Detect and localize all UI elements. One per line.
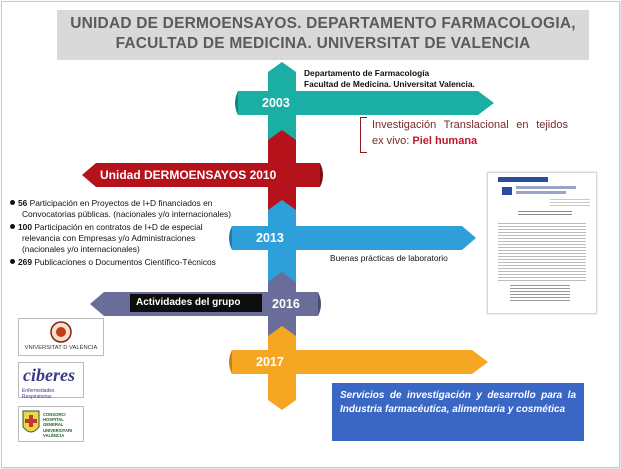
uv-logo: VNIVERSITAT D VALÈNCIA [18, 318, 104, 356]
label-2013: 2013 [256, 231, 284, 245]
uv-text: VNIVERSITAT D VALÈNCIA [24, 345, 98, 351]
bracket [360, 117, 367, 153]
translational-text: Investigación Translacional en tejidos e… [372, 117, 568, 149]
bullet-2-cont2: (nacionales y/o internacionales) [22, 244, 140, 254]
dept-line-2: Facultad de Medicina. Universitat Valenc… [304, 79, 475, 89]
uv-seal-icon [50, 321, 72, 343]
bullet-dot [10, 224, 15, 229]
label-2016: 2016 [272, 297, 300, 311]
hospital-text: CONSORCI HOSPITAL GENERAL UNIVERSITARI V… [43, 412, 83, 438]
dept-line-1: Departamento de Farmacología [304, 68, 430, 78]
translational-highlight: Piel humana [412, 135, 478, 147]
arrow-2013 [232, 226, 476, 250]
hospital-line-4: VALÈNCIA [43, 432, 65, 438]
label-2003: 2003 [262, 96, 290, 110]
services-box: Servicios de investigación y desarrollo … [332, 383, 584, 441]
gpl-label: Buenas prácticas de laboratorio [330, 253, 448, 263]
bullet-2: 100 Participación en contratos de I+D de… [10, 222, 270, 255]
arrow-2003 [238, 91, 494, 115]
arrow-2010 [82, 163, 320, 187]
gpl-certificate-image [487, 172, 597, 314]
hospital-shield-icon [22, 410, 40, 433]
bullet-1-text: Participación en Proyectos de I+D financ… [29, 198, 213, 208]
label-2010: Unidad DERMOENSAYOS 2010 [100, 168, 277, 182]
title-line-2: FACULTAD DE MEDICINA. UNIVERSITAT DE VAL… [115, 35, 531, 52]
bullet-dot [10, 200, 15, 205]
page-title: UNIDAD DE DERMOENSAYOS. DEPARTAMENTO FAR… [57, 10, 589, 60]
arrow-2017 [232, 350, 488, 374]
ciberes-name: ciberes [23, 365, 75, 385]
ciberes-logo: ciberes Enfermedades Respiratorias [18, 362, 84, 400]
bullet-2-num: 100 [18, 222, 32, 232]
label-2017: 2017 [256, 355, 284, 369]
bullet-3-text: Publicaciones o Documentos Científico-Té… [34, 257, 216, 267]
hospital-line-3: UNIVERSITARI [43, 427, 73, 433]
activities-label-box [130, 294, 262, 312]
bullet-2-cont: relevancia con Empresas y/o Administraci… [22, 233, 196, 243]
bullet-dot [10, 259, 15, 264]
bullet-3: 269 Publicaciones o Documentos Científic… [10, 257, 270, 268]
ciberes-sub: Enfermedades Respiratorias [22, 388, 55, 400]
bullet-2-text: Participación en contratos de I+D de esp… [34, 222, 203, 232]
title-line-1: UNIDAD DE DERMOENSAYOS. DEPARTAMENTO FAR… [70, 15, 576, 32]
hospital-line-1: CONSORCI [43, 412, 66, 417]
bullet-1-num: 56 [18, 198, 28, 208]
bullet-3-num: 269 [18, 257, 32, 267]
translational-prefix: Investigación Translacional en tejidos e… [372, 119, 568, 147]
dept-2003: Departamento de Farmacología Facultad de… [304, 68, 475, 90]
hospital-line-2: HOSPITAL GENERAL [43, 417, 64, 428]
bullet-1-cont: Convocatorias públicas. (nacionales y/o … [22, 209, 232, 219]
bullet-1: 56 Participación en Proyectos de I+D fin… [10, 198, 270, 220]
activities-label: Actividades del grupo [136, 297, 241, 308]
hospital-logo: CONSORCI HOSPITAL GENERAL UNIVERSITARI V… [18, 406, 84, 442]
